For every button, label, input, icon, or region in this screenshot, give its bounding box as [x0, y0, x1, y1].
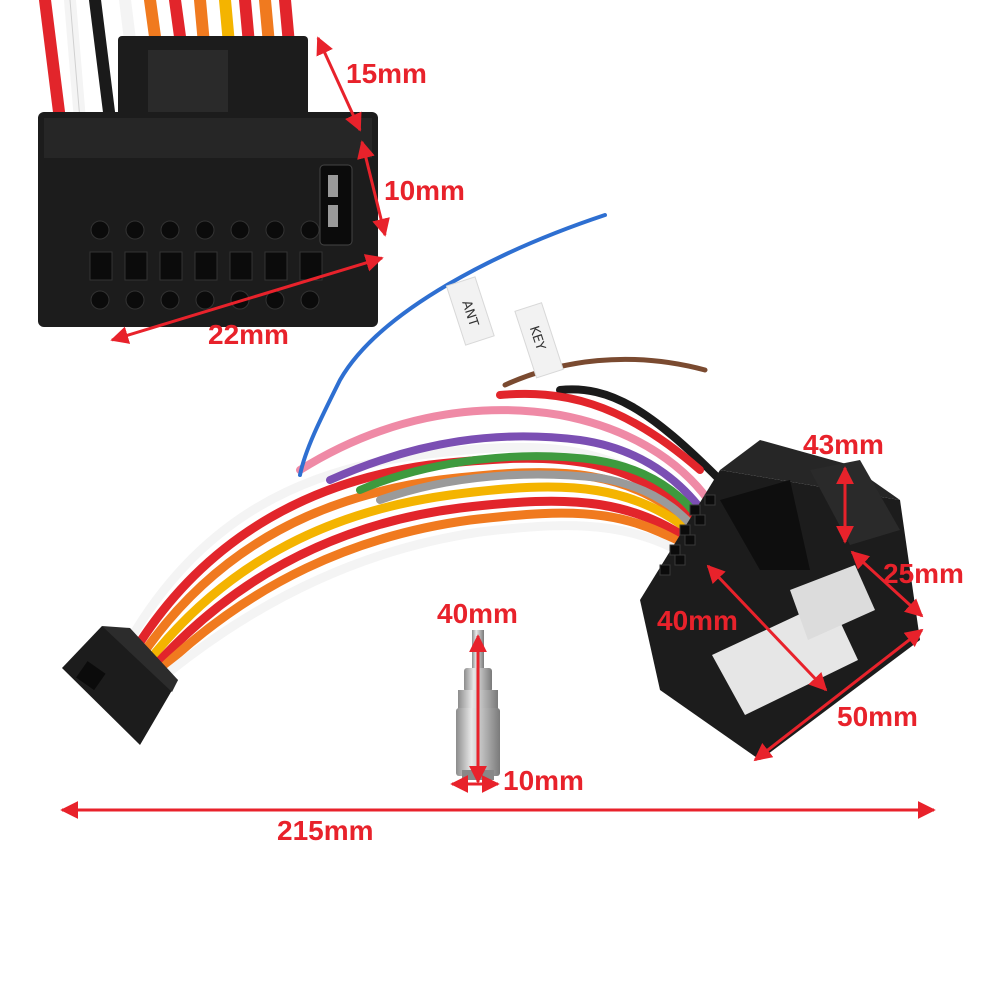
ant-tag: ANT — [445, 276, 495, 346]
top-connector — [38, 36, 378, 327]
dim-line-50mm — [753, 628, 924, 762]
dim-line-25mm — [850, 550, 924, 618]
dim-label-40mm-socket: 40mm — [657, 605, 738, 636]
antenna-wire — [298, 213, 607, 477]
dim-label-22mm: 22mm — [208, 319, 289, 350]
key-wire — [502, 356, 708, 388]
dim-label-15mm: 15mm — [346, 58, 427, 89]
key-tag-text: KEY — [526, 324, 548, 352]
dim-line-15mm — [316, 36, 362, 132]
dim-label-43mm: 43mm — [803, 429, 884, 460]
dim-line-10mm-top — [357, 140, 390, 237]
dimension-lines — [60, 36, 936, 819]
dim-line-22mm — [110, 254, 384, 344]
dim-label-215mm: 215mm — [277, 815, 374, 846]
dim-label-10mm-top: 10mm — [384, 175, 465, 206]
socket-pins — [659, 494, 716, 576]
dim-label-10mm-antenna: 10mm — [503, 765, 584, 796]
small-plug — [62, 626, 178, 745]
key-tag: KEY — [514, 302, 564, 379]
harness-wires — [125, 385, 724, 691]
dim-label-25mm: 25mm — [883, 558, 964, 589]
dim-label-50mm: 50mm — [837, 701, 918, 732]
dim-label-40mm-antenna: 40mm — [437, 598, 518, 629]
